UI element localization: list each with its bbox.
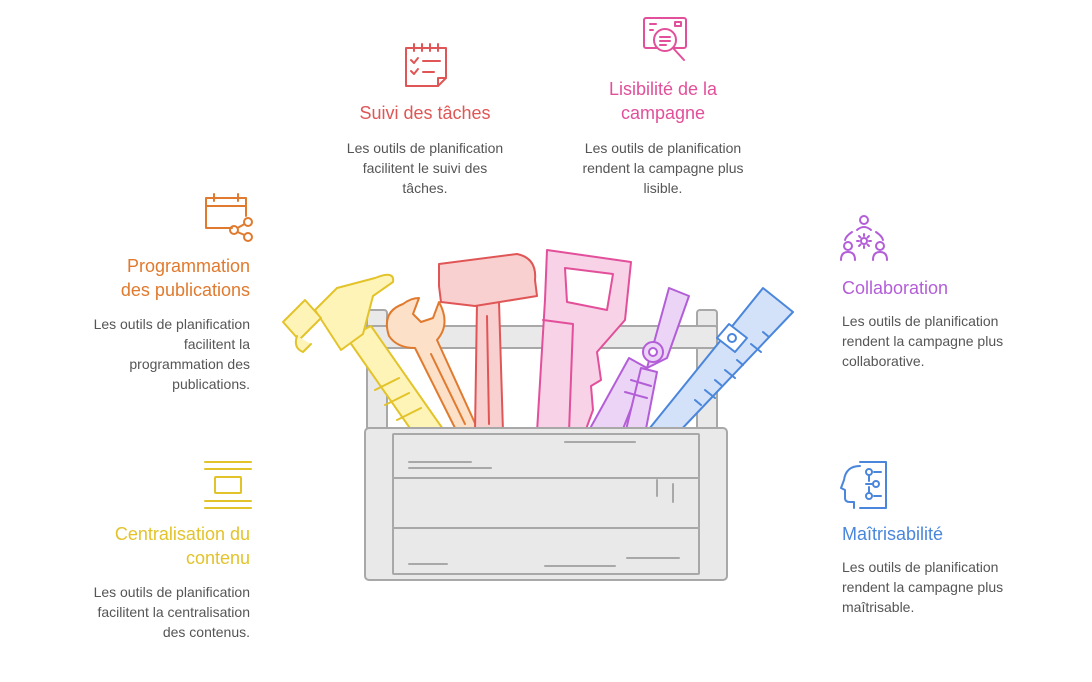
document-search-icon <box>643 17 687 61</box>
team-gear-icon <box>840 215 888 261</box>
desc-maitrisabilite: Les outils de planification rendent la c… <box>842 559 1004 615</box>
block-centralisation: Centralisation du contenu Les outils de … <box>40 522 250 642</box>
desc-suivi: Les outils de planification facilitent l… <box>346 140 504 196</box>
head-controls-icon <box>840 461 887 509</box>
block-suivi: Suivi des tâches Les outils de planifica… <box>320 101 530 198</box>
wrench-tool <box>385 297 480 433</box>
title-suivi: Suivi des tâches <box>359 103 491 123</box>
title-lisibilite: Lisibilité de la campagne <box>608 79 718 123</box>
desc-programmation: Les outils de planification facilitent l… <box>93 316 250 392</box>
title-centralisation: Centralisation du contenu <box>114 524 250 568</box>
block-collaboration: Collaboration Les outils de planificatio… <box>842 276 1062 371</box>
toolbox-front <box>364 427 728 581</box>
title-collaboration: Collaboration <box>842 278 949 298</box>
title-programmation: Programmation des publications <box>120 256 250 300</box>
centered-content-icon <box>204 461 252 509</box>
pliers-tool <box>586 287 690 435</box>
toolbox-illustration <box>282 249 794 581</box>
block-maitrisabilite: Maîtrisabilité Les outils de planificati… <box>842 522 1062 617</box>
block-lisibilite: Lisibilité de la campagne Les outils de … <box>558 77 768 198</box>
checklist-icon <box>405 43 447 87</box>
desc-lisibilite: Les outils de planification rendent la c… <box>582 140 744 196</box>
calendar-share-icon <box>205 193 253 242</box>
title-maitrisabilite: Maîtrisabilité <box>842 524 944 544</box>
block-programmation: Programmation des publications Les outil… <box>40 254 250 394</box>
desc-collaboration: Les outils de planification rendent la c… <box>842 313 1004 369</box>
saw-tool <box>536 249 632 433</box>
desc-centralisation: Les outils de planification facilitent l… <box>93 584 250 640</box>
